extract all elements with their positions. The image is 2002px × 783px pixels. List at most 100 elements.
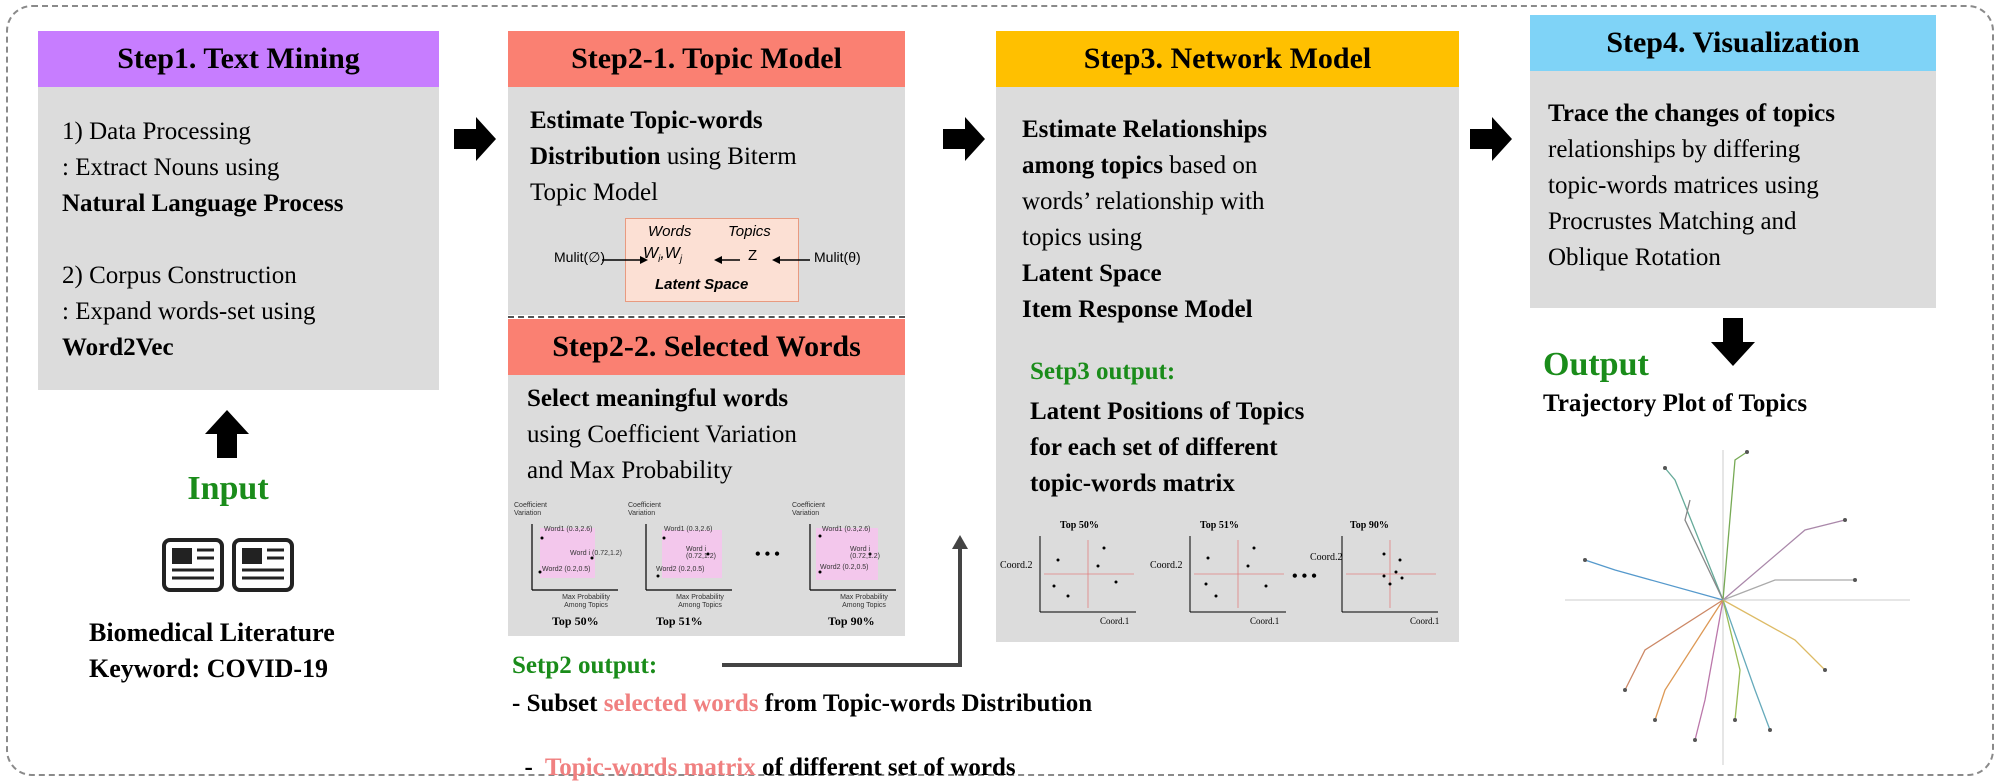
step2-output-l2-pre: - [524,754,545,781]
step2-1-line1: Estimate Topic-words [530,107,763,134]
topic-plot-title: Top 50% [1060,520,1099,531]
right-arrow-icon [454,117,496,161]
cv-caption: Top 51% [656,614,703,628]
topic-plot-title: Top 90% [1350,520,1389,531]
topic-plot-2: Top 51% Coord.2 Coord.1 [1150,520,1290,630]
step4-line1: Trace the changes of topics [1548,100,1835,127]
cv-thumb-axis-y: Coefficient Variation [628,502,661,517]
coord1-label: Coord.1 [1250,616,1280,626]
latent-words-label: Words [648,223,692,240]
step2-output-l1-pre: - Subset [512,690,604,717]
step1-line6: Word2Vec [62,334,174,361]
topic-plot-area [1189,536,1286,613]
cv-w2: Word2 (0.2,0.5) [542,566,591,573]
step3-output-line1: Latent Positions of Topics [1030,398,1305,425]
latent-arrows [602,256,810,264]
cv-w1: Word1 (0.3,2.6) [544,526,593,533]
cv-thumb-plot [531,524,618,591]
step2-output-selected-words: selected words [603,690,759,717]
step4-output-text: Trajectory Plot of Topics [1543,390,1808,417]
cv-w2: Word2 (0.2,0.5) [820,564,869,571]
step4-line4: Procrustes Matching and [1548,208,1797,235]
coord1-label: Coord.1 [1100,616,1130,626]
step3-bold: among topics [1022,152,1163,179]
step2-2-line1: Select meaningful words [527,385,789,412]
step1-panel [38,87,439,390]
coord2-label: Coord.2 [1000,560,1033,571]
down-arrow-icon [1711,318,1755,366]
input-label: Input [187,470,269,507]
step3-output-line2: for each set of different [1030,434,1278,461]
topic-plot-title: Top 51% [1200,520,1239,531]
cv-wi: Word i (0.72,1.2) [686,546,716,560]
topic-plot-ellipsis: • • • [1292,568,1317,585]
coord1-label: Coord.1 [1410,616,1440,626]
cv-caption: Top 90% [828,614,875,628]
latent-left-label: Mulit(∅) [554,249,606,265]
step1-line4: 2) Corpus Construction [62,262,297,289]
step2-output-matrix: Topic-words matrix [544,754,756,781]
topic-plot-1: Top 50% Coord.2 Coord.1 [1000,520,1140,630]
step2-2-line3: and Max Probability [527,457,733,484]
topic-plot-3: Top 90% Coord.2 Coord.1 [1310,520,1455,630]
coord2-label: Coord.2 [1150,560,1183,571]
step4-output-label: Output [1543,346,1649,383]
cv-axis-x: Max Probability Among Topics [562,594,610,609]
trajectory-plot [1565,450,1910,765]
latent-space-box [625,218,799,302]
cv-caption: Top 50% [552,614,599,628]
step3-line4: topics using [1022,224,1143,251]
step1-line2: : Extract Nouns using [62,154,280,181]
input-source-line2: Keyword: COVID-19 [89,654,329,683]
latent-wij: Wi,Wj [643,245,683,266]
coord2-label: Coord.2 [1310,552,1343,563]
step2-separator [508,316,905,318]
step2-1-rest: using Biterm [660,143,797,170]
newspaper-icon-2 [232,538,294,592]
cv-axis-x: Max Probability Among Topics [676,594,724,609]
step2-output-line2: - Topic-words matrix of different set of… [512,726,1016,782]
step2-to-step3-connector [722,535,968,667]
step1-line1: 1) Data Processing [62,118,251,145]
newspaper-icon [162,538,224,592]
cv-thumb-axis-y: Coefficient Variation [514,502,547,517]
step2-output-label: Setp2 output: [512,652,658,679]
step2-1-line3: Topic Model [530,179,659,206]
cv-axis-x: Max Probability Among Topics [840,594,888,609]
topic-plot-area [1341,536,1438,613]
step4-line3: topic-words matrices using [1548,172,1819,199]
step3-line2: among topics based on [1022,149,1257,183]
cv-wi: Word i (0.72,1.2) [850,546,880,560]
step1-line3: Natural Language Process [62,190,344,217]
right-arrow-icon-2 [943,117,985,161]
cv-thumb-plot [809,524,896,591]
step3-line1: Estimate Relationships [1022,116,1268,143]
cv-thumb-2: Coefficient Variation Word1 (0.3,2.6) Wo… [626,502,736,632]
step2-output-l2-post: of different set of words [755,754,1016,781]
cv-thumb-1: Coefficient Variation Word1 (0.3,2.6) Wo… [512,502,622,632]
cv-ellipsis: • • • [755,546,780,563]
input-source-line1: Biomedical Literature [89,618,335,647]
step1-line5: : Expand words-set using [62,298,316,325]
step3-line3: words’ relationship with [1022,188,1265,215]
right-arrow-icon-3 [1470,117,1512,161]
cv-thumb-plot [645,524,732,591]
step2-1-bold: Distribution [530,143,661,170]
step3-header: Step3. Network Model [996,31,1459,87]
step3-output-label: Setp3 output: [1030,358,1176,385]
cv-w1: Word1 (0.3,2.6) [822,526,871,533]
step3-line6: Item Response Model [1022,296,1253,323]
cv-wi: Word i (0.72,1.2) [570,550,623,557]
latent-w-symbol-2: W [664,245,680,262]
latent-right-label: Mulit(θ) [814,249,861,265]
latent-topics-label: Topics [728,223,771,240]
step4-line5: Oblique Rotation [1548,244,1721,271]
up-arrow-icon [205,410,249,458]
outer-dashed-frame [6,5,1994,776]
latent-w-symbol: W [643,245,659,262]
step3-panel [996,87,1459,642]
latent-caption: Latent Space [655,276,749,293]
latent-z: Z [748,247,758,264]
cv-thumb-axis-y: Coefficient Variation [792,502,825,517]
step2-2-panel [508,375,905,636]
